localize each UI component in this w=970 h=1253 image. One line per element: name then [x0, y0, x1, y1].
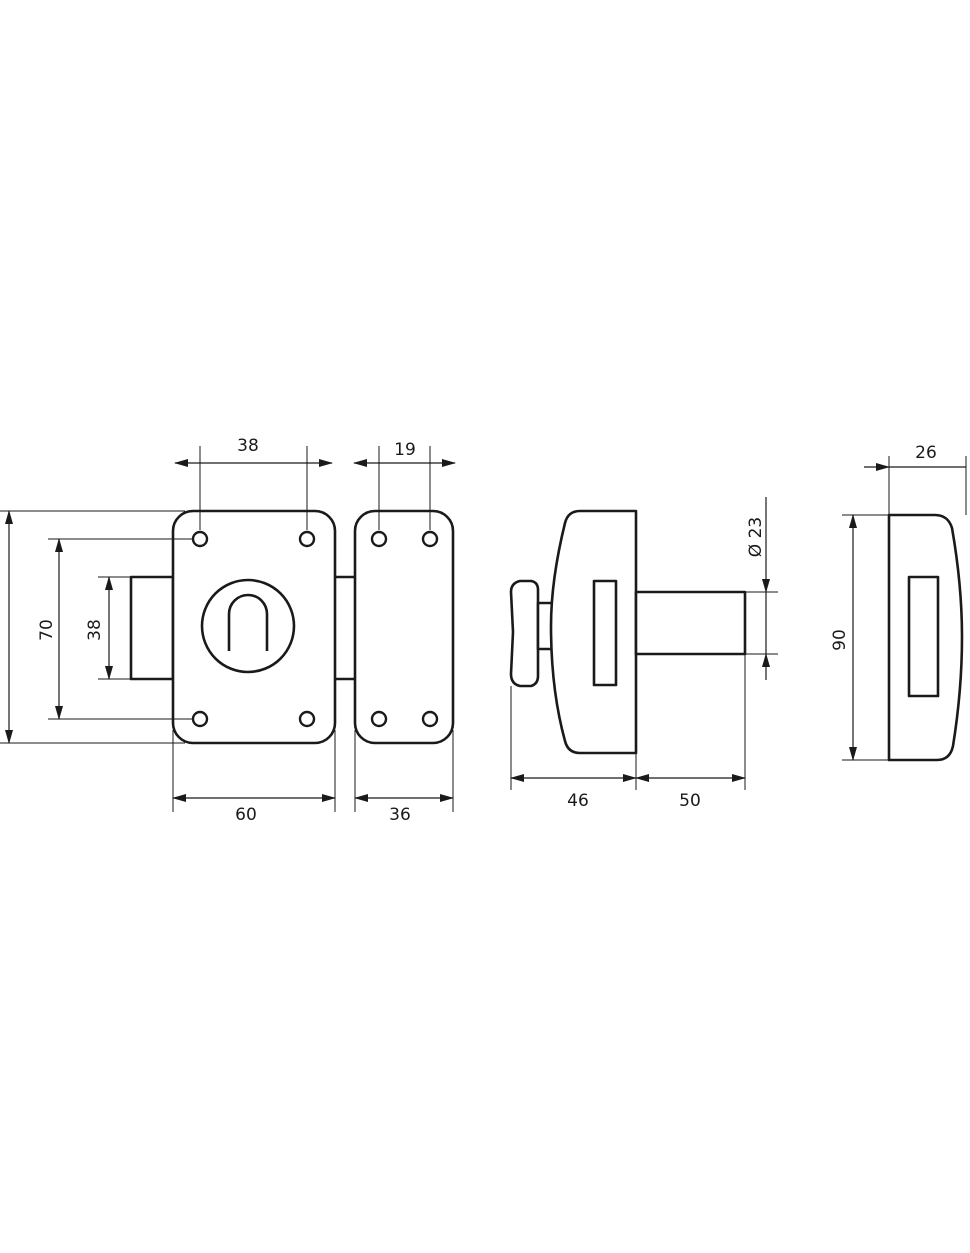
connecting-bolt — [332, 575, 358, 681]
front-view — [129, 509, 358, 745]
screw-hole — [298, 710, 316, 728]
dimension-lines — [5, 459, 966, 802]
screw-hole — [298, 530, 316, 548]
case-slot — [592, 579, 618, 687]
keeper-slot — [907, 575, 940, 698]
label-bolt-diameter: Ø 23 — [746, 517, 766, 557]
screw-hole — [370, 710, 388, 728]
label-bolt-throw: 50 — [679, 791, 701, 811]
screw-hole — [191, 530, 209, 548]
thumb-knob — [509, 579, 540, 688]
label-overall-height: 1 — [0, 622, 5, 633]
keeper-side-view — [887, 513, 964, 762]
dimension-labels: 38 1 70 38 60 19 36 Ø 23 46 50 26 90 — [0, 436, 937, 825]
screw-hole — [421, 710, 439, 728]
keeper-front-view — [353, 509, 455, 745]
label-keeper-hole-spacing: 19 — [394, 440, 416, 460]
screw-hole — [191, 710, 209, 728]
screw-hole — [421, 530, 439, 548]
side-view — [509, 509, 747, 755]
bolt-side — [634, 590, 747, 656]
label-case-width: 60 — [235, 805, 257, 825]
bolt-left — [129, 575, 175, 681]
label-hole-spacing-top: 38 — [237, 436, 259, 456]
label-keeper-width: 36 — [389, 805, 411, 825]
screw-hole — [370, 530, 388, 548]
key-slot-icon — [227, 593, 269, 651]
extension-lines — [0, 446, 967, 812]
keeper-plate — [353, 509, 455, 745]
label-hole-spacing-vertical: 70 — [37, 619, 57, 641]
label-keeper-height: 90 — [830, 629, 850, 651]
label-keeper-depth: 26 — [915, 443, 937, 463]
label-bolt-height: 38 — [85, 619, 105, 641]
label-case-depth: 46 — [567, 791, 589, 811]
